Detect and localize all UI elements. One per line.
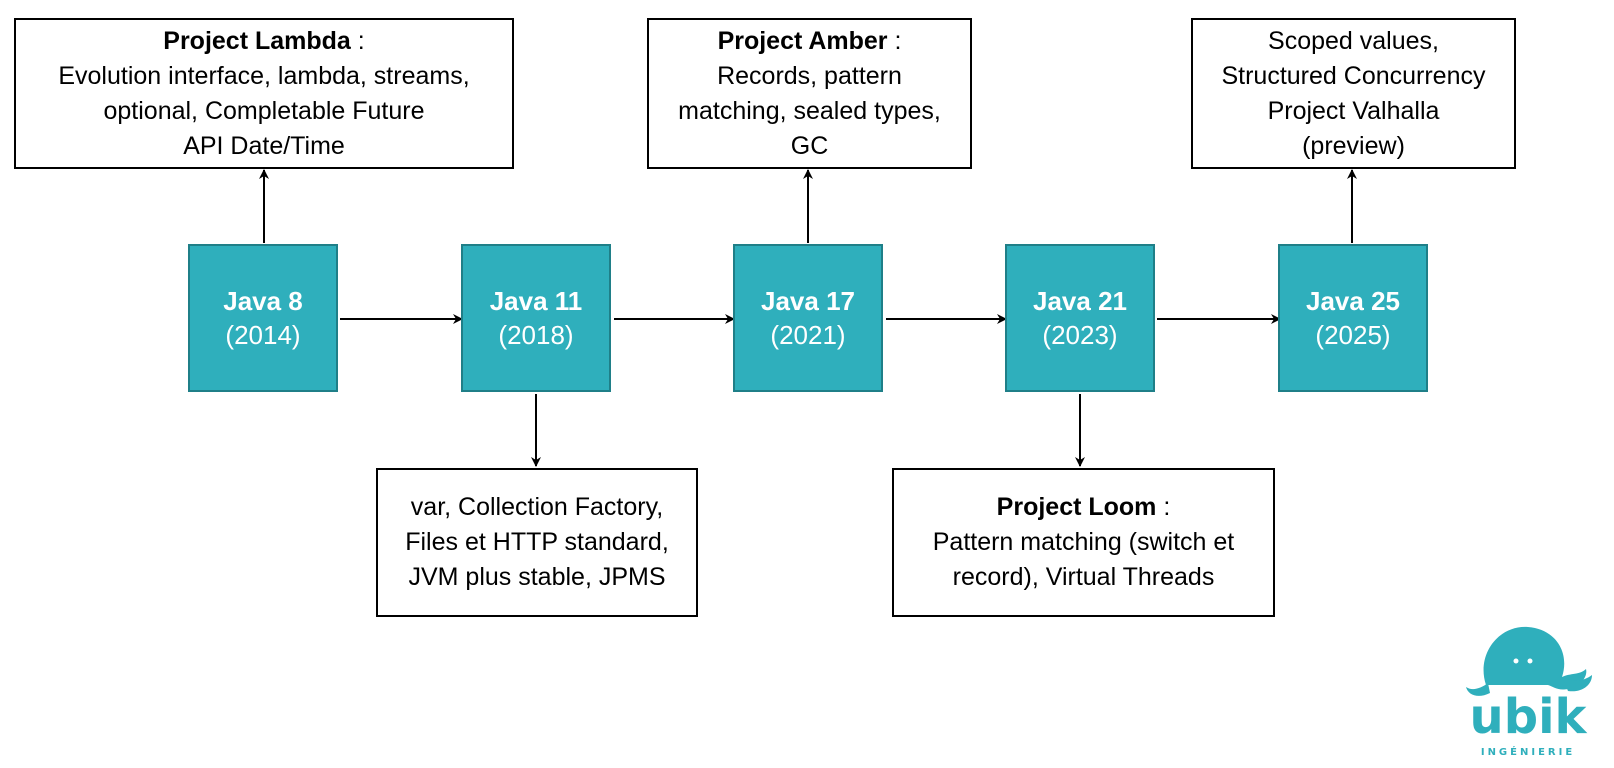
note-java-25: Scoped values, Structured Concurrency Pr… bbox=[1191, 18, 1516, 169]
node-java-8: Java 8 (2014) bbox=[188, 244, 338, 392]
project-amber-title: Project Amber bbox=[717, 26, 888, 55]
node-java-8-year: (2014) bbox=[225, 320, 301, 350]
node-java-17: Java 17 (2021) bbox=[733, 244, 883, 392]
note-java-8-line-3: API Date/Time bbox=[183, 131, 345, 160]
node-java-11: Java 11 (2018) bbox=[461, 244, 611, 392]
note-java-11-line-1: var, Collection Factory, bbox=[410, 493, 664, 521]
note-java-8: Project Lambda : Evolution interface, la… bbox=[14, 18, 514, 169]
project-loom-title: Project Loom bbox=[996, 493, 1157, 521]
note-java-21-line-1: Pattern matching (switch et bbox=[932, 528, 1235, 556]
octopus-mascot-icon bbox=[1466, 626, 1592, 696]
note-java-11-line-2: Files et HTTP standard, bbox=[405, 528, 669, 556]
note-java-17-sep: : bbox=[887, 26, 902, 55]
node-java-17-year: (2021) bbox=[770, 320, 846, 350]
node-java-21: Java 21 (2023) bbox=[1005, 244, 1155, 392]
note-java-21-heading: Project Loom : bbox=[997, 490, 1171, 525]
note-java-11-line-3: JVM plus stable, JPMS bbox=[408, 563, 666, 591]
note-java-25-line-2: Structured Concurrency bbox=[1221, 61, 1486, 90]
note-java-25-line-1: Scoped values, bbox=[1268, 26, 1439, 55]
note-java-21-sep: : bbox=[1156, 493, 1171, 521]
note-java-8-line-2: optional, Completable Future bbox=[103, 96, 425, 125]
node-java-8-name: Java 8 bbox=[223, 286, 303, 316]
node-java-11-year: (2018) bbox=[498, 320, 574, 350]
note-java-21-line-2: record), Virtual Threads bbox=[952, 563, 1215, 591]
note-java-25-line-3: Project Valhalla bbox=[1267, 96, 1440, 125]
project-lambda-title: Project Lambda bbox=[163, 26, 351, 55]
note-java-17: Project Amber : Records, pattern matchin… bbox=[647, 18, 972, 169]
note-java-11: var, Collection Factory, Files et HTTP s… bbox=[376, 468, 698, 617]
note-java-8-line-1: Evolution interface, lambda, streams, bbox=[58, 61, 470, 90]
node-java-25-year: (2025) bbox=[1315, 320, 1391, 350]
ubik-logo-word: ubik bbox=[1470, 689, 1588, 745]
note-java-21: Project Loom : Pattern matching (switch … bbox=[892, 468, 1275, 617]
note-java-8-sep: : bbox=[350, 26, 365, 55]
ubik-logo-tagline: INGÉNIERIE bbox=[1481, 745, 1575, 758]
node-java-11-name: Java 11 bbox=[489, 286, 583, 316]
note-java-17-line-2: matching, sealed types, bbox=[678, 96, 941, 125]
note-java-17-heading: Project Amber : bbox=[718, 24, 902, 59]
note-java-17-line-3: GC bbox=[790, 131, 829, 160]
note-java-25-line-4: (preview) bbox=[1302, 131, 1405, 160]
node-java-25: Java 25 (2025) bbox=[1278, 244, 1428, 392]
ubik-logo: ubik INGÉNIERIE bbox=[1466, 626, 1592, 758]
node-java-25-name: Java 25 bbox=[1306, 286, 1400, 316]
node-java-21-year: (2023) bbox=[1042, 320, 1118, 350]
note-java-17-line-1: Records, pattern bbox=[717, 61, 902, 90]
note-java-8-heading: Project Lambda : bbox=[163, 24, 364, 59]
node-java-21-name: Java 21 bbox=[1033, 286, 1127, 316]
node-java-17-name: Java 17 bbox=[761, 286, 855, 316]
